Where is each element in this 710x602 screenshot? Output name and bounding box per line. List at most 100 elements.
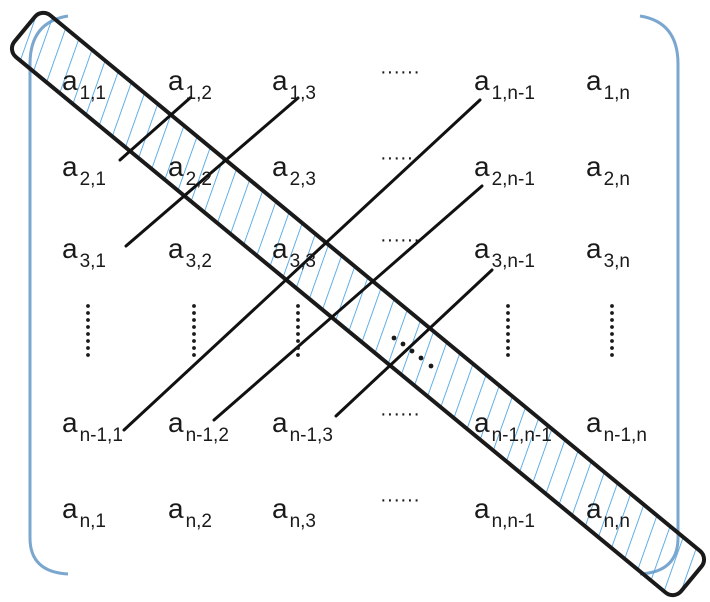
vertical-dot bbox=[86, 325, 90, 329]
entry-symbol: a bbox=[474, 233, 490, 264]
entry-symbol: a bbox=[62, 493, 78, 524]
vertical-dot bbox=[86, 318, 90, 322]
horizontal-ellipsis: ······ bbox=[380, 147, 420, 169]
entry-subscript: n-1,2 bbox=[186, 425, 229, 446]
entry-symbol: a bbox=[272, 65, 288, 96]
diagonal-line-n-plus-1 bbox=[212, 184, 484, 422]
entry-subscript: 2,n bbox=[604, 169, 630, 190]
entry-subscript: n-1,n bbox=[604, 425, 647, 446]
vertical-dot bbox=[610, 332, 614, 336]
vertical-dot bbox=[86, 311, 90, 315]
entry-symbol: a bbox=[586, 407, 602, 438]
entry-symbol: a bbox=[474, 151, 490, 182]
diagonal-dot bbox=[418, 355, 424, 361]
entry-subscript: 1,n bbox=[604, 83, 630, 104]
diagonal-dot bbox=[428, 363, 434, 369]
entry-subscript: n,n-1 bbox=[492, 511, 535, 532]
entry-symbol: a bbox=[586, 493, 602, 524]
entry-symbol: a bbox=[474, 407, 490, 438]
diagonal-dot bbox=[391, 335, 397, 341]
entry-subscript: 2,n-1 bbox=[492, 169, 535, 190]
vertical-dot bbox=[192, 346, 196, 350]
entry-subscript: 3,n-1 bbox=[492, 251, 535, 272]
right-bracket bbox=[639, 14, 680, 576]
left-bracket bbox=[28, 14, 69, 576]
entry-symbol: a bbox=[62, 65, 78, 96]
entry-symbol: a bbox=[272, 233, 288, 264]
entry-subscript: 3,2 bbox=[186, 251, 212, 272]
vertical-dot bbox=[296, 346, 300, 350]
vertical-dot bbox=[506, 346, 510, 350]
vertical-dot bbox=[86, 332, 90, 336]
entry-subscript: n-1,3 bbox=[290, 425, 333, 446]
vertical-dot bbox=[192, 332, 196, 336]
diagonal-line-3 bbox=[124, 96, 300, 248]
vertical-dot bbox=[296, 318, 300, 322]
vertical-ellipses bbox=[86, 304, 614, 357]
entry-subscript: n-1,1 bbox=[80, 425, 123, 446]
entry-subscript: 2,2 bbox=[186, 169, 212, 190]
diagonal-dot bbox=[409, 348, 415, 354]
vertical-dot bbox=[192, 304, 196, 308]
entry-symbol: a bbox=[586, 233, 602, 264]
vertical-dot bbox=[296, 353, 300, 357]
diagonal-line-n bbox=[122, 98, 482, 432]
entry-symbol: a bbox=[168, 151, 184, 182]
diagonal-line-n-plus-2 bbox=[334, 268, 494, 418]
entry-subscript: 1,3 bbox=[290, 83, 316, 104]
entry-subscript: n,1 bbox=[80, 511, 106, 532]
entry-subscript: 3,3 bbox=[290, 251, 316, 272]
vertical-dot bbox=[506, 311, 510, 315]
vertical-dot bbox=[296, 339, 300, 343]
entry-symbol: a bbox=[62, 151, 78, 182]
entry-symbol: a bbox=[272, 493, 288, 524]
entry-subscript: n,n bbox=[604, 511, 630, 532]
vertical-dot bbox=[610, 339, 614, 343]
entry-symbol: a bbox=[586, 65, 602, 96]
diagonal-lines bbox=[118, 96, 494, 432]
vertical-dot bbox=[192, 318, 196, 322]
entry-symbol: a bbox=[168, 233, 184, 264]
entry-symbol: a bbox=[168, 65, 184, 96]
entry-subscript: 1,1 bbox=[80, 83, 106, 104]
entry-subscript: 2,3 bbox=[290, 169, 316, 190]
vertical-dot bbox=[610, 304, 614, 308]
vertical-dot bbox=[192, 311, 196, 315]
vertical-dot bbox=[86, 304, 90, 308]
vertical-dot bbox=[296, 304, 300, 308]
vertical-dot bbox=[192, 353, 196, 357]
diagonal-line-2 bbox=[118, 96, 192, 162]
entry-subscript: n,2 bbox=[186, 511, 212, 532]
vertical-dot bbox=[506, 304, 510, 308]
vertical-dot bbox=[506, 318, 510, 322]
vertical-dot bbox=[296, 325, 300, 329]
vertical-dot bbox=[296, 332, 300, 336]
vertical-dot bbox=[192, 325, 196, 329]
vertical-dot bbox=[86, 339, 90, 343]
horizontal-ellipsis: ······ bbox=[380, 489, 420, 511]
main-diagonal-band bbox=[9, 10, 707, 598]
diagonal-ellipsis bbox=[391, 335, 434, 369]
vertical-dot bbox=[610, 311, 614, 315]
